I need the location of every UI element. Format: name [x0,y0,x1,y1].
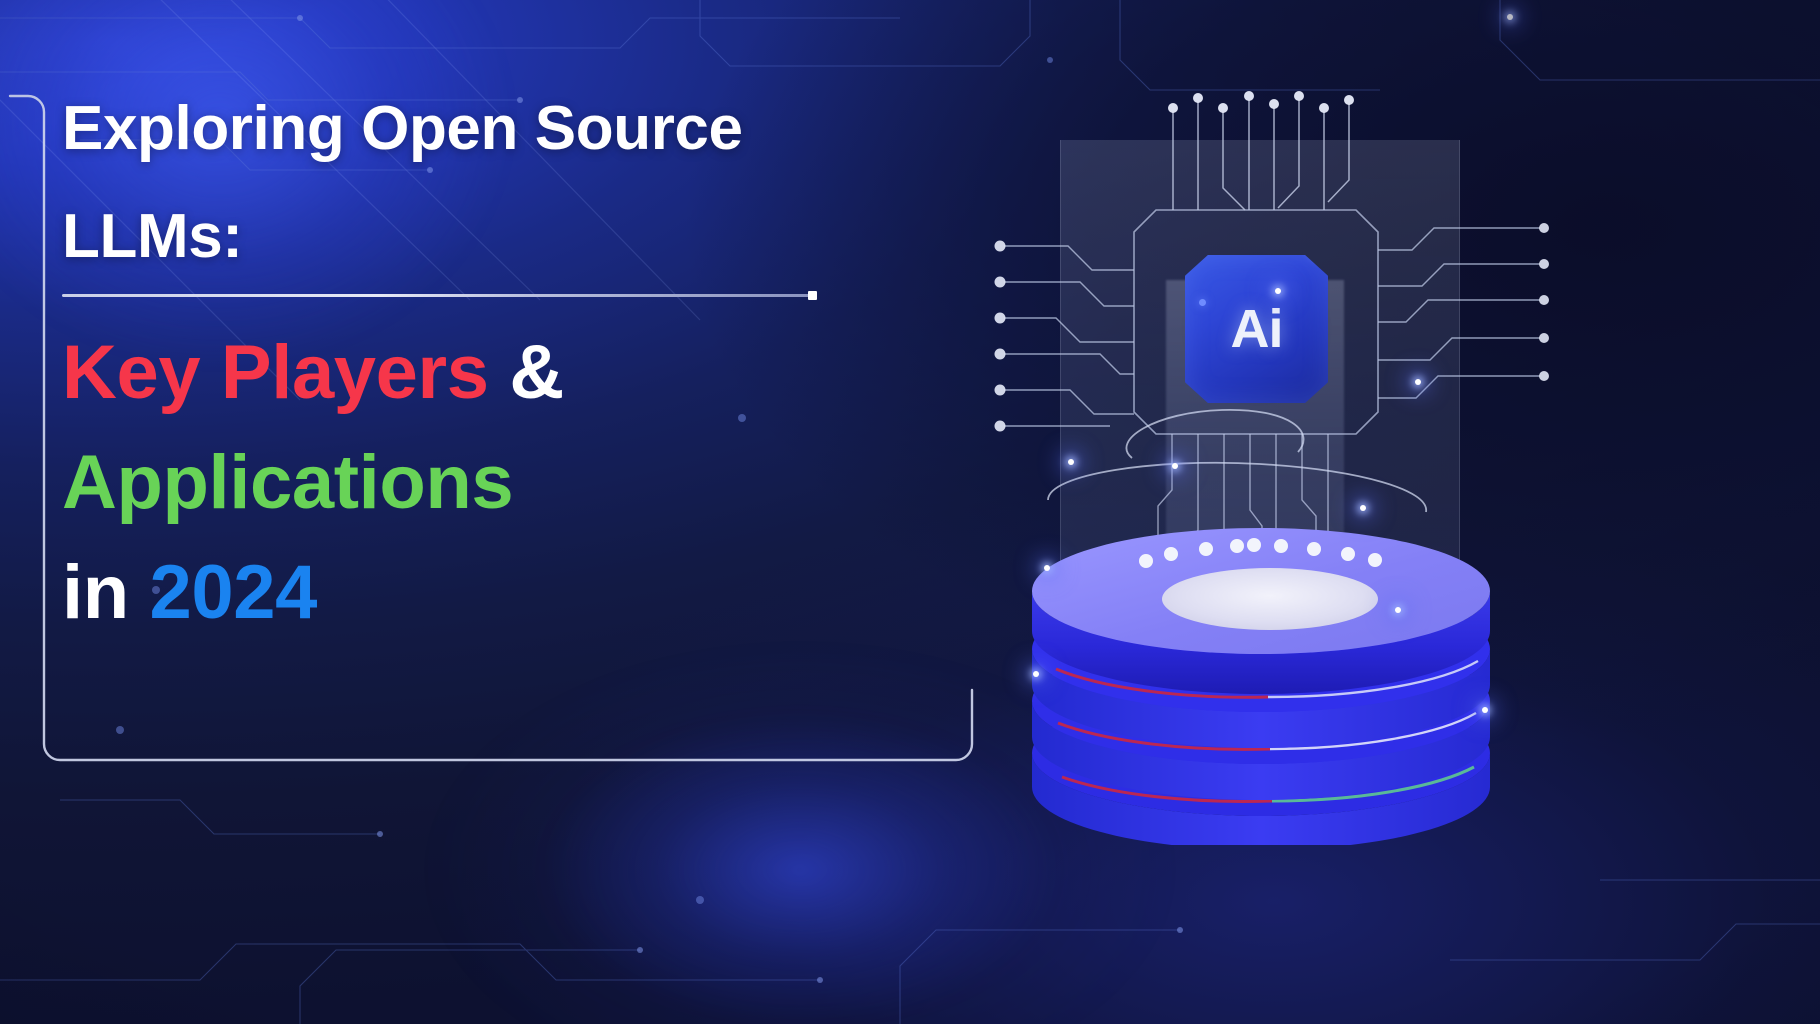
vignette-overlay [0,0,1820,1024]
banner-canvas: Exploring Open Source LLMs: Key Players … [0,0,1820,1024]
